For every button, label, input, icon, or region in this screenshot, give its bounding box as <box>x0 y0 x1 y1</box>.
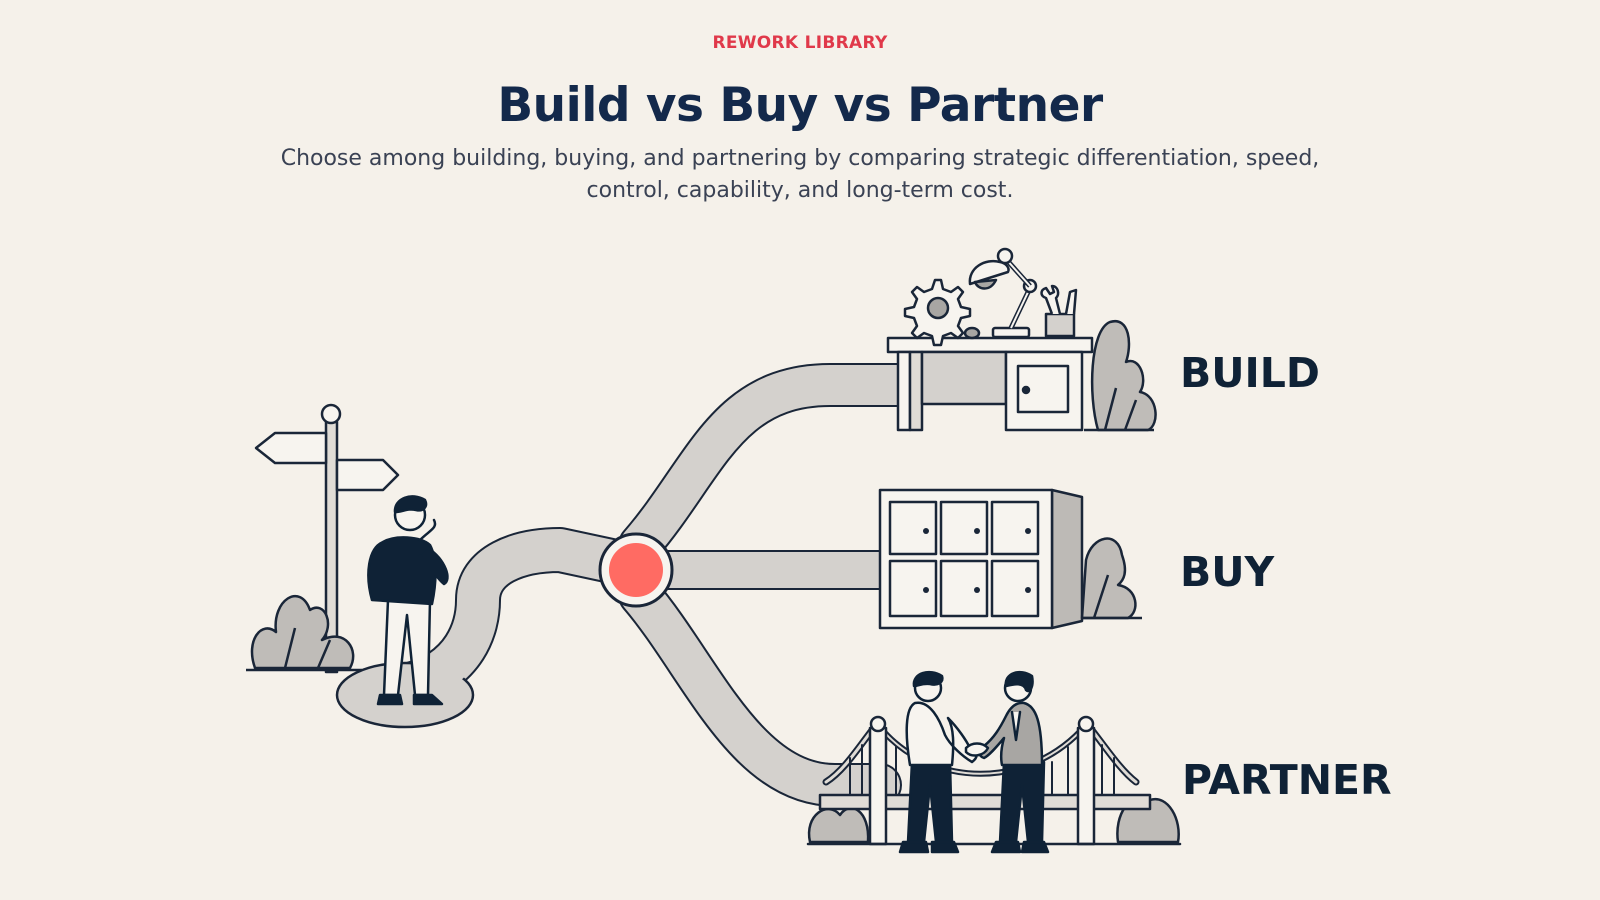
desk-workshop-icon <box>886 247 1094 432</box>
option-label-buy: BUY <box>1180 548 1276 596</box>
signpost-icon <box>254 403 400 674</box>
page-title: Build vs Buy vs Partner <box>497 78 1103 133</box>
eyebrow-label: REWORK LIBRARY <box>712 33 888 53</box>
option-label-build: BUILD <box>1180 349 1320 397</box>
person-thinking-icon <box>367 495 449 706</box>
bush-build-icon <box>1084 319 1157 432</box>
roads <box>335 363 922 807</box>
bush-buy-icon <box>1080 537 1142 620</box>
gear-icon <box>903 278 972 347</box>
suspension-bridge-icon <box>806 715 1182 846</box>
bush-left-icon <box>246 595 362 672</box>
page-subtitle: Choose among building, buying, and partn… <box>280 146 1320 203</box>
desk-lamp-icon <box>968 247 1038 339</box>
option-label-partner: PARTNER <box>1182 756 1392 804</box>
decision-point-icon <box>598 532 674 608</box>
handshake-bridge-icon <box>898 670 1050 854</box>
tool-cup-icon <box>1040 284 1078 338</box>
storage-cabinet-icon <box>878 488 1084 630</box>
